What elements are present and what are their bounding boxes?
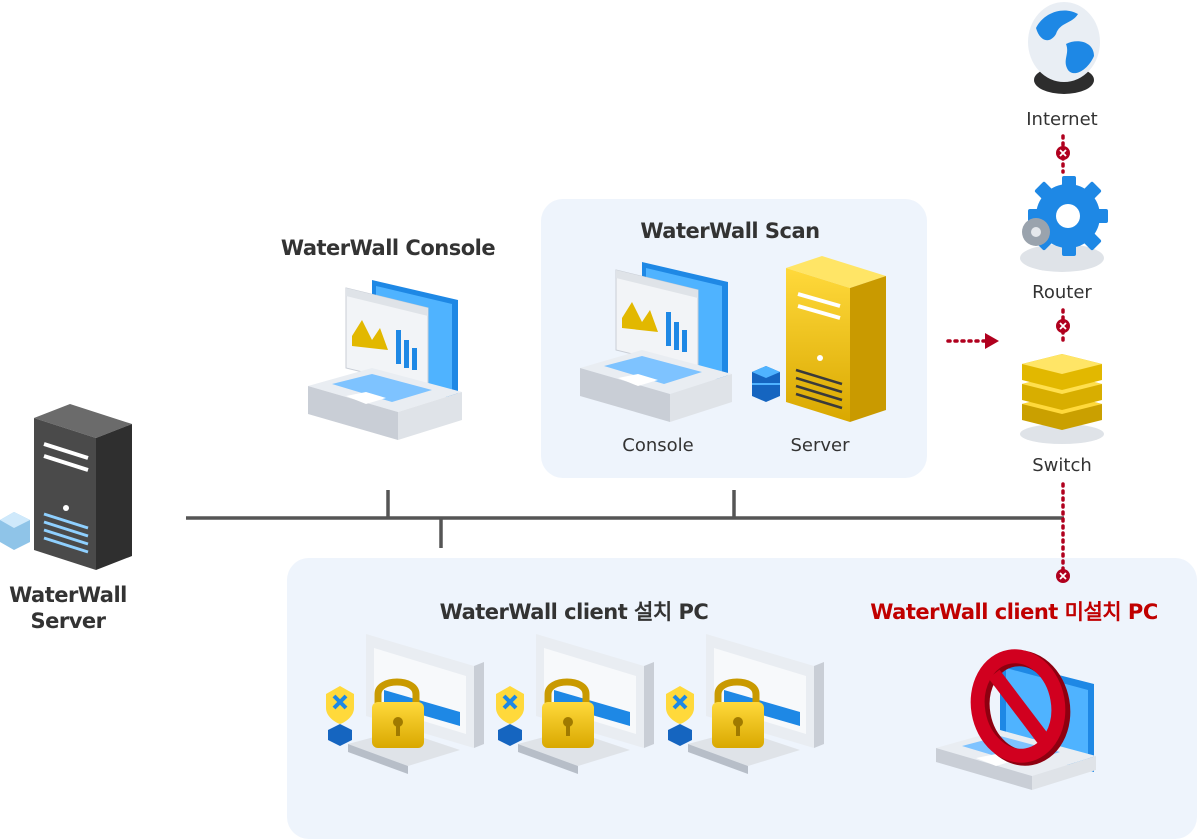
switch-label: Switch [1032,455,1092,476]
globe-icon [1028,2,1100,94]
cube-icon [0,512,30,550]
laptop-dashboard-icon [580,262,732,422]
laptop-dashboard-icon [308,280,462,440]
gear-icon [1020,176,1108,272]
router-label: Router [1032,282,1092,303]
scan-server-label: Server [790,435,850,456]
locked-monitor-icon [326,634,484,774]
scan-console-label: Console [622,435,694,456]
server-label-line1: WaterWall [9,583,127,607]
locked-monitor-icon [666,634,824,774]
internet-label: Internet [1026,109,1098,130]
locked-monitor-icon [496,634,654,774]
scan-arrow-icon [985,333,999,349]
installed-pc-title: WaterWall client 설치 PC [439,600,709,624]
not-installed-pc-title: WaterWall client 미설치 PC [870,600,1158,624]
cube-icon [752,366,780,402]
block-marker-icon [1056,146,1070,583]
blocked-laptop-icon [936,649,1096,790]
stacked-switch-icon [1020,354,1104,444]
tower-server-icon [786,256,886,422]
network-bus [186,490,1064,548]
tower-server-icon [34,404,132,570]
console-title: WaterWall Console [280,236,496,260]
server-label-line2: Server [30,609,106,633]
scan-title: WaterWall Scan [640,219,820,243]
